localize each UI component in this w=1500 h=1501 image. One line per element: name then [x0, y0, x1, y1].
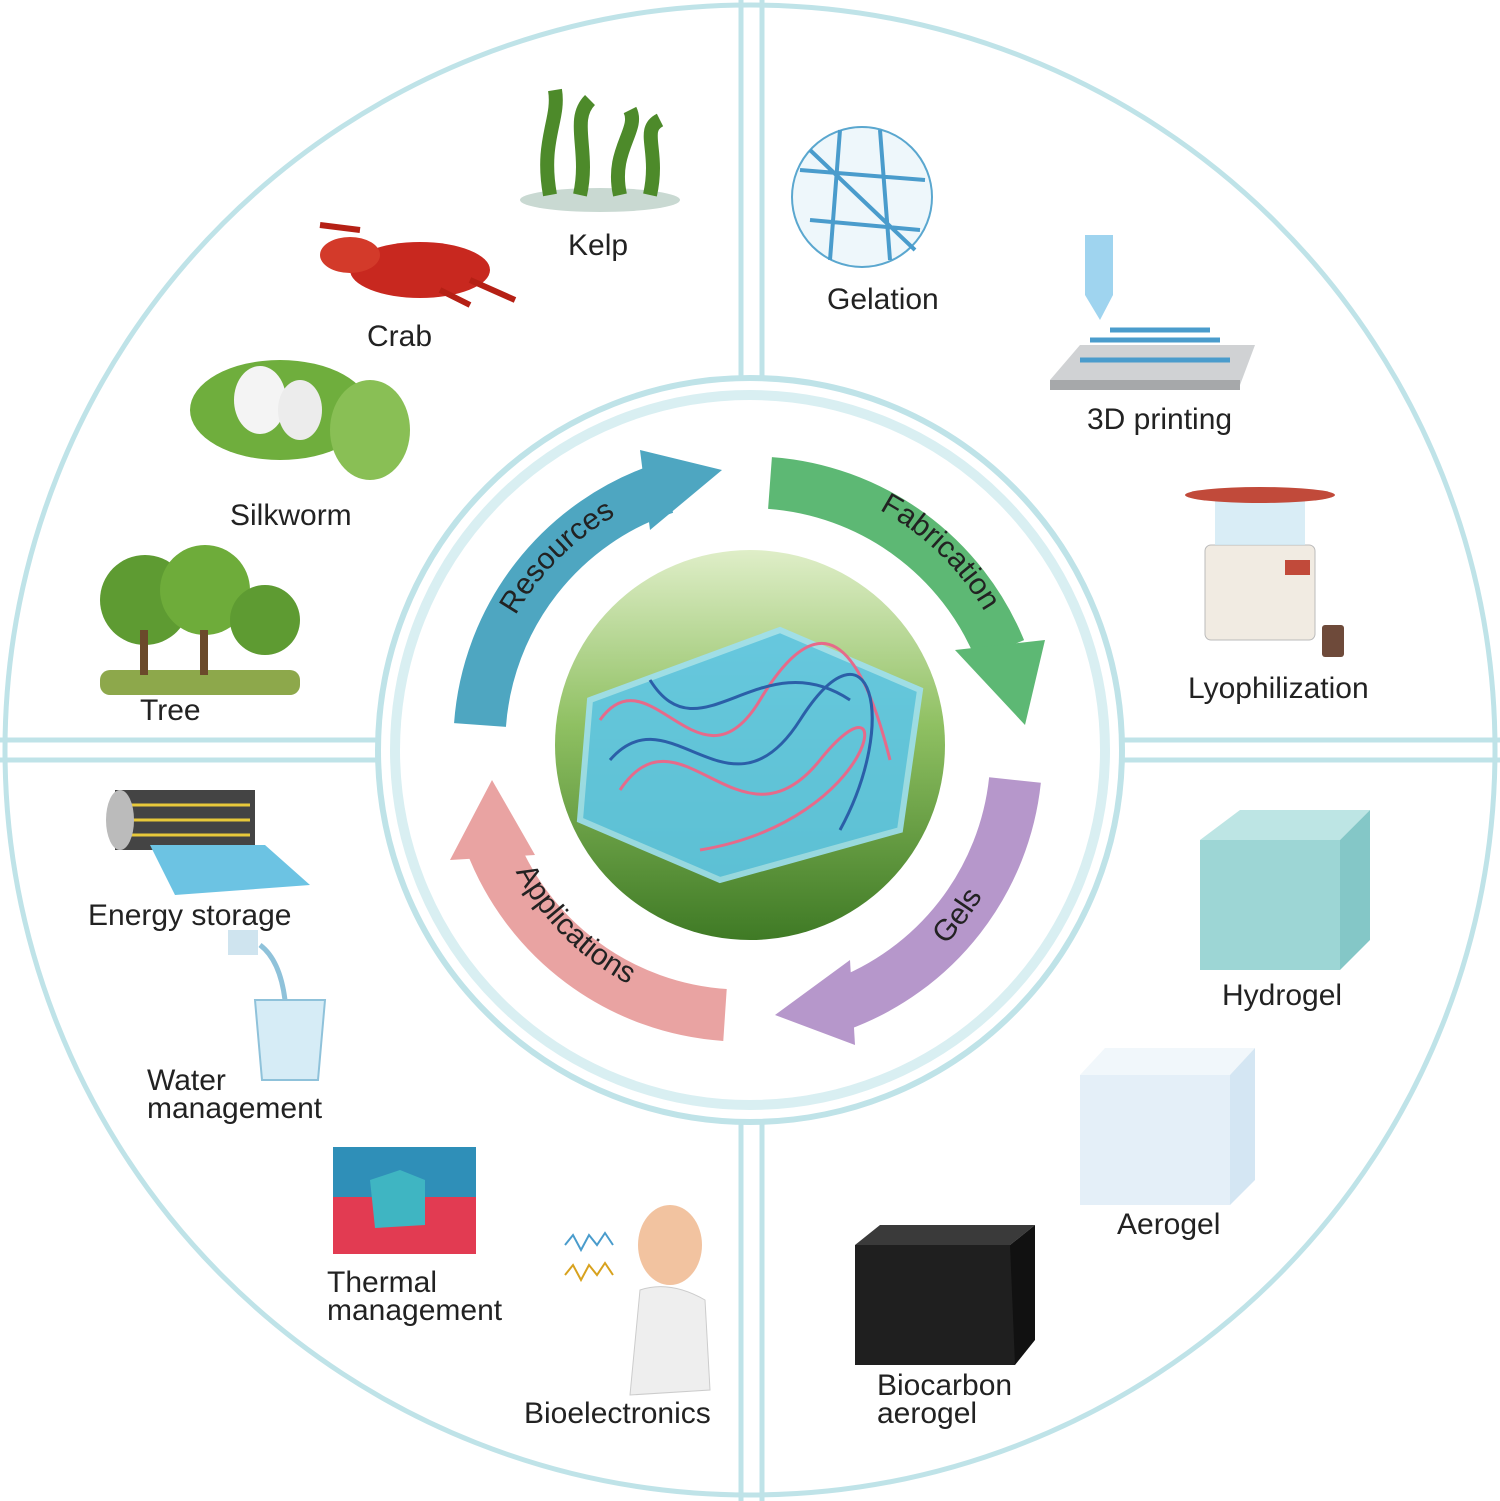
3d-printing-label: 3D printing [1087, 403, 1233, 436]
crab-label: Crab [367, 320, 433, 353]
applications-arrowhead [450, 780, 535, 860]
thermal-management-image [333, 1147, 476, 1254]
hydrogel-label: Hydrogel [1222, 979, 1343, 1012]
water-management-label: Water management [147, 1064, 323, 1125]
inner-ring-band [390, 390, 1110, 1110]
thermal-line1: Thermal [327, 1266, 438, 1299]
fabrication-arrow [767, 457, 1025, 661]
thermal-management-label: Thermal management [327, 1266, 503, 1327]
fabrication-arrowhead [955, 640, 1045, 725]
resources-arrowhead [640, 450, 722, 530]
gelation-label: Gelation [827, 283, 939, 316]
kelp-image [520, 88, 680, 212]
aerogel-image [1080, 1048, 1255, 1205]
bioelectronics-label: Bioelectronics [524, 1397, 711, 1430]
gels-arrowhead [775, 960, 855, 1045]
applications-arrow [465, 830, 728, 1041]
3d-printing-image [1050, 235, 1255, 390]
energy-storage-image [106, 790, 310, 895]
biocarbon-aerogel-image [855, 1225, 1035, 1365]
crab-image [319, 222, 517, 308]
thermal-line2: management [327, 1294, 503, 1327]
biocarbon-aerogel-label: Biocarbon aerogel [877, 1369, 1013, 1430]
cycle-arrows [450, 450, 1045, 1045]
tree-image [100, 545, 300, 695]
water-line2: management [147, 1092, 323, 1125]
lyophilizer-image [1185, 487, 1344, 657]
biocarbon-line2: aerogel [877, 1397, 978, 1430]
tree-label: Tree [140, 694, 201, 727]
bioelectronics-image [564, 1205, 711, 1396]
aerogel-label: Aerogel [1117, 1208, 1221, 1241]
water-line1: Water [147, 1064, 226, 1097]
silkworm-label: Silkworm [230, 499, 352, 532]
energy-storage-label: Energy storage [88, 899, 292, 932]
biocarbon-line1: Biocarbon [877, 1369, 1013, 1402]
center-gel-image [555, 550, 945, 940]
silkworm-image [190, 360, 410, 480]
kelp-label: Kelp [568, 229, 629, 262]
resources-arrow [454, 463, 674, 728]
hydrogel-image [1200, 810, 1370, 970]
gelation-image [791, 126, 933, 268]
water-glass-image [228, 930, 327, 1081]
gels-arrow [830, 776, 1041, 1030]
lyophilization-label: Lyophilization [1188, 672, 1369, 705]
